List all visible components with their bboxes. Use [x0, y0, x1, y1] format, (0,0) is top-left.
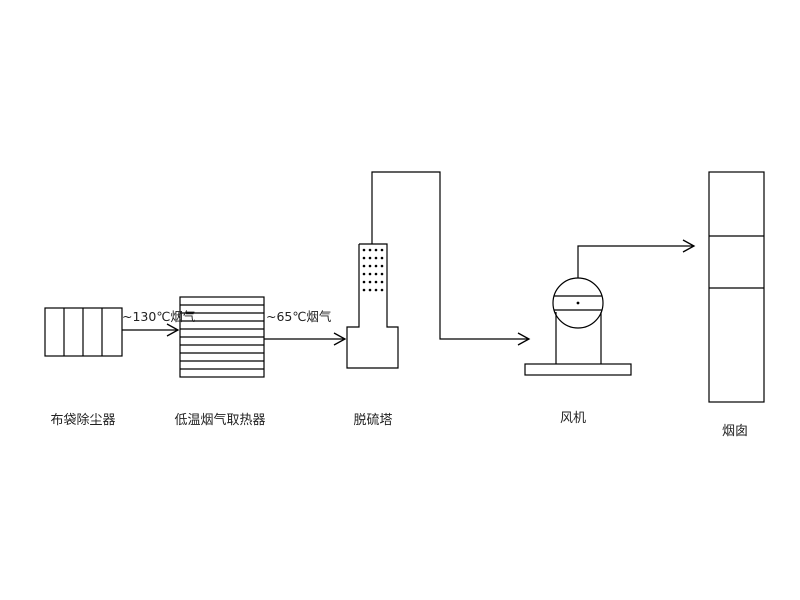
flow-label-130: ~130℃烟气 — [122, 309, 196, 324]
label-bag-filter: 布袋除尘器 — [50, 413, 115, 428]
heat-extractor-unit — [179, 296, 265, 378]
chimney-unit — [708, 171, 765, 403]
bag-filter-unit — [44, 307, 123, 357]
label-fan: 风机 — [560, 411, 586, 426]
spray-nozzles — [362, 248, 384, 292]
desulfurization-tower-unit — [346, 243, 399, 369]
pipe-fan-to-chimney — [577, 239, 696, 278]
label-chimney: 烟囱 — [722, 424, 748, 439]
label-desulfurization-tower: 脱硫塔 — [353, 413, 392, 428]
fan-unit — [524, 277, 632, 376]
flow-label-65: ~65℃烟气 — [266, 309, 332, 324]
fan-hub-dot — [576, 301, 580, 305]
label-heat-extractor: 低温烟气取热器 — [174, 412, 265, 428]
pipe-tower-to-fan — [371, 171, 531, 346]
